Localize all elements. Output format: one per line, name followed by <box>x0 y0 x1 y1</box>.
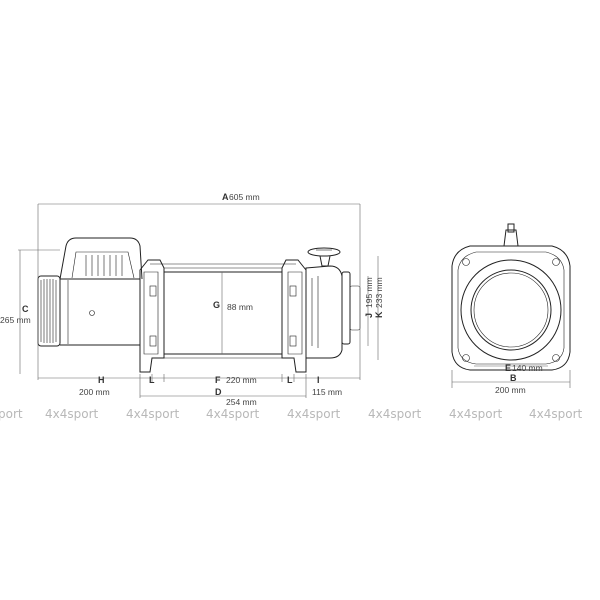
dim-K-value: 233 mm <box>374 277 384 308</box>
winch-front-view <box>451 223 571 371</box>
watermark: 4x4sport <box>368 407 422 421</box>
dim-J-letter: J <box>364 313 374 318</box>
dim-L-right-letter: L <box>287 375 293 385</box>
dim-F-letter: F <box>215 375 221 385</box>
dim-H-value: 200 mm <box>79 387 110 397</box>
dimension-labels: A 605 mm C 265 mm G 88 mm J 195 mm K 233… <box>0 192 543 407</box>
dim-K-letter: K <box>374 311 384 318</box>
watermark: 4x4sport <box>45 407 99 421</box>
dim-E-value: 140 mm <box>512 363 543 373</box>
control-box <box>59 237 143 280</box>
dim-C-value: 265 mm <box>0 315 31 325</box>
right-end-frame <box>281 259 307 373</box>
drum <box>150 263 296 359</box>
dim-E-letter: E <box>505 363 511 373</box>
dim-I-value: 115 mm <box>312 387 342 397</box>
dim-A-letter: A <box>222 192 229 202</box>
dim-C-letter: C <box>22 304 29 314</box>
dim-I-letter: I <box>317 375 320 385</box>
winch-side-view <box>37 237 361 373</box>
clutch-handle <box>307 247 341 267</box>
watermark: 4x4sport <box>206 407 260 421</box>
dim-D-value: 254 mm <box>226 397 257 407</box>
dim-F-value: 220 mm <box>226 375 257 385</box>
gearbox <box>305 265 361 359</box>
dim-A-value: 605 mm <box>229 192 260 202</box>
dim-B-letter: B <box>510 373 517 383</box>
watermark: 4x4sport <box>126 407 180 421</box>
watermark-row: port 4x4sport 4x4sport 4x4sport 4x4sport… <box>0 407 583 421</box>
dim-B-value: 200 mm <box>495 385 526 395</box>
dim-G-value: 88 mm <box>227 302 253 312</box>
dim-H-letter: H <box>98 375 105 385</box>
watermark: 4x4sport <box>529 407 583 421</box>
dimension-lines <box>18 203 571 398</box>
dim-L-left-letter: L <box>149 375 155 385</box>
watermark: 4x4sport <box>287 407 341 421</box>
watermark: 4x4sport <box>449 407 503 421</box>
left-end-frame <box>139 259 165 373</box>
watermark-partial: port <box>0 407 23 421</box>
dim-D-letter: D <box>215 387 222 397</box>
motor <box>37 275 141 347</box>
dim-G-letter: G <box>213 300 220 310</box>
dim-J-value: 195 mm <box>364 277 374 308</box>
